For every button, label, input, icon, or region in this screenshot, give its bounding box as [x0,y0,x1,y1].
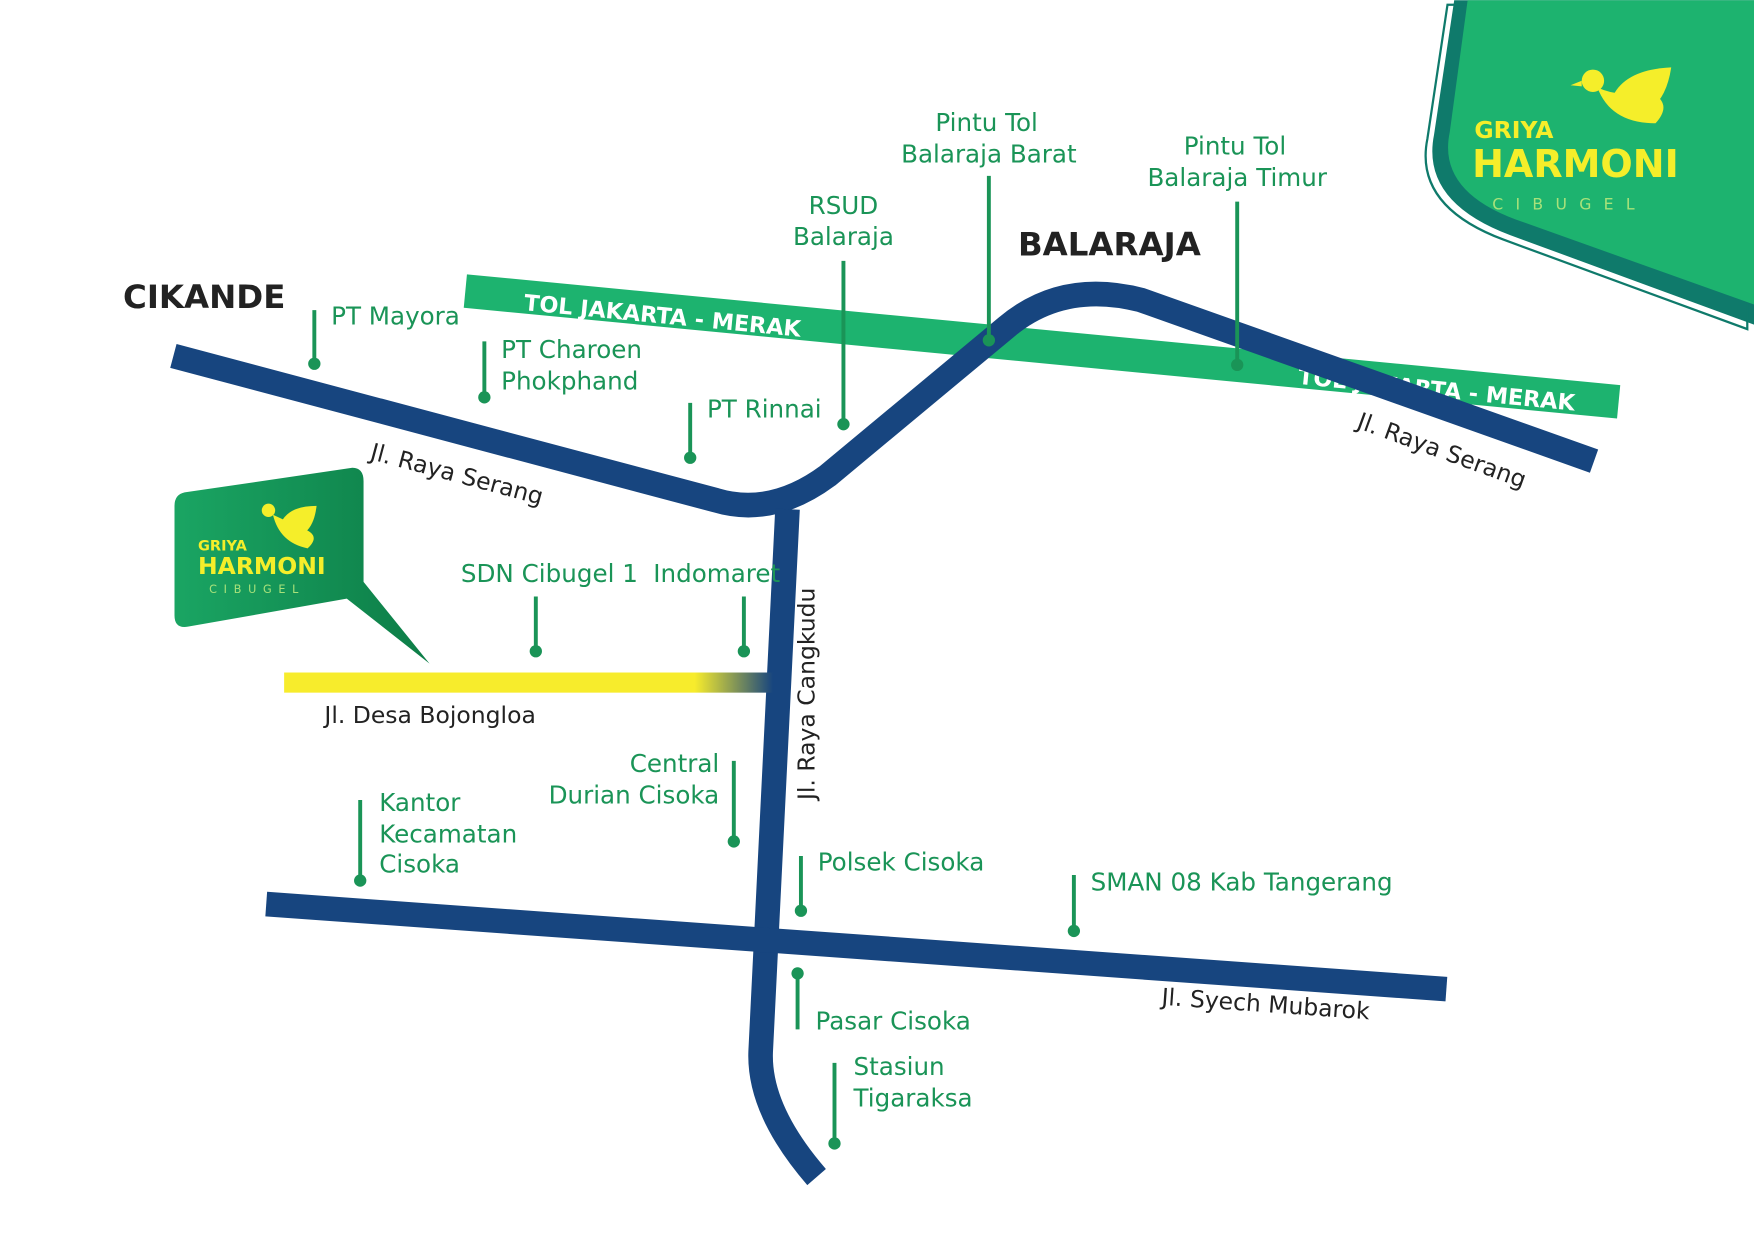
landmark-tol-timur: Pintu Tol Balaraja Timur [1147,132,1328,372]
callout-cibugel: CIBUGEL [209,583,305,596]
label-desa-bojongloa: Jl. Desa Bojongloa [322,701,535,729]
svg-text:PT Rinnai: PT Rinnai [707,394,822,423]
landmark-indomaret: Indomaret [653,559,781,658]
logo-cibugel: CIBUGEL [1492,194,1647,213]
road-raya-serang [170,281,1599,518]
svg-text:PT Mayora: PT Mayora [331,302,460,331]
svg-text:Pintu Tol: Pintu Tol [935,108,1037,137]
callout-griya: GRIYA [198,539,248,555]
bird-leaf-icon [1570,67,1672,124]
landmark-kantor-kecamatan: Kantor Kecamatan Cisoka [354,788,517,887]
label-raya-cangkudu: Jl. Raya Cangkudu [792,588,820,802]
bird-leaf-small-icon [261,503,317,549]
corner-logo: GRIYA HARMONI CIBUGEL [1424,0,1754,331]
svg-text:SDN Cibugel 1: SDN Cibugel 1 [461,559,638,588]
road-desa-bojongloa [284,672,773,693]
landmark-sman: SMAN 08 Kab Tangerang [1067,868,1393,938]
svg-text:PT Charoen: PT Charoen [501,335,642,364]
svg-text:Central: Central [630,749,720,778]
svg-text:Tigaraksa: Tigaraksa [853,1084,973,1113]
landmark-rsud: RSUD Balaraja [793,191,894,431]
svg-text:Durian Cisoka: Durian Cisoka [549,780,720,809]
callout-harmoni: HARMONI [198,552,326,580]
landmark-pt-charoen: PT Charoen Phokphand [478,335,642,404]
landmark-tol-barat: Pintu Tol Balaraja Barat [901,108,1077,347]
svg-text:SMAN 08 Kab Tangerang: SMAN 08 Kab Tangerang [1091,868,1393,897]
city-balaraja: BALARAJA [1018,225,1201,263]
svg-text:Pintu Tol: Pintu Tol [1184,132,1286,161]
svg-text:Polsek Cisoka: Polsek Cisoka [818,848,985,877]
landmark-pt-mayora: PT Mayora [308,302,460,370]
toll-road [463,274,1621,419]
landmark-sdn: SDN Cibugel 1 [461,559,638,658]
landmark-polsek: Polsek Cisoka [794,848,985,917]
svg-text:Balaraja Timur: Balaraja Timur [1147,163,1327,192]
svg-text:Balaraja Barat: Balaraja Barat [901,139,1077,168]
callout-logo: GRIYA HARMONI CIBUGEL [174,467,430,664]
svg-text:Kantor: Kantor [379,788,461,817]
landmark-pt-rinnai: PT Rinnai [684,394,822,464]
svg-text:Phokphand: Phokphand [501,367,638,396]
logo-griya: GRIYA [1474,116,1554,144]
road-syech-mubarok [265,891,1448,1002]
landmark-pasar: Pasar Cisoka [791,967,971,1035]
svg-text:Balaraja: Balaraja [793,222,894,251]
road-raya-cangkudu [748,508,826,1186]
svg-text:Stasiun: Stasiun [854,1052,945,1081]
landmark-stasiun: Stasiun Tigaraksa [828,1052,973,1150]
svg-text:Indomaret: Indomaret [653,559,780,588]
city-cikande: CIKANDE [123,278,285,316]
logo-harmoni: HARMONI [1472,142,1679,186]
svg-text:Kecamatan: Kecamatan [379,820,517,849]
svg-text:RSUD: RSUD [809,191,879,220]
landmark-durian: Central Durian Cisoka [549,749,740,848]
svg-text:Pasar Cisoka: Pasar Cisoka [815,1006,970,1035]
svg-text:Cisoka: Cisoka [379,850,460,879]
